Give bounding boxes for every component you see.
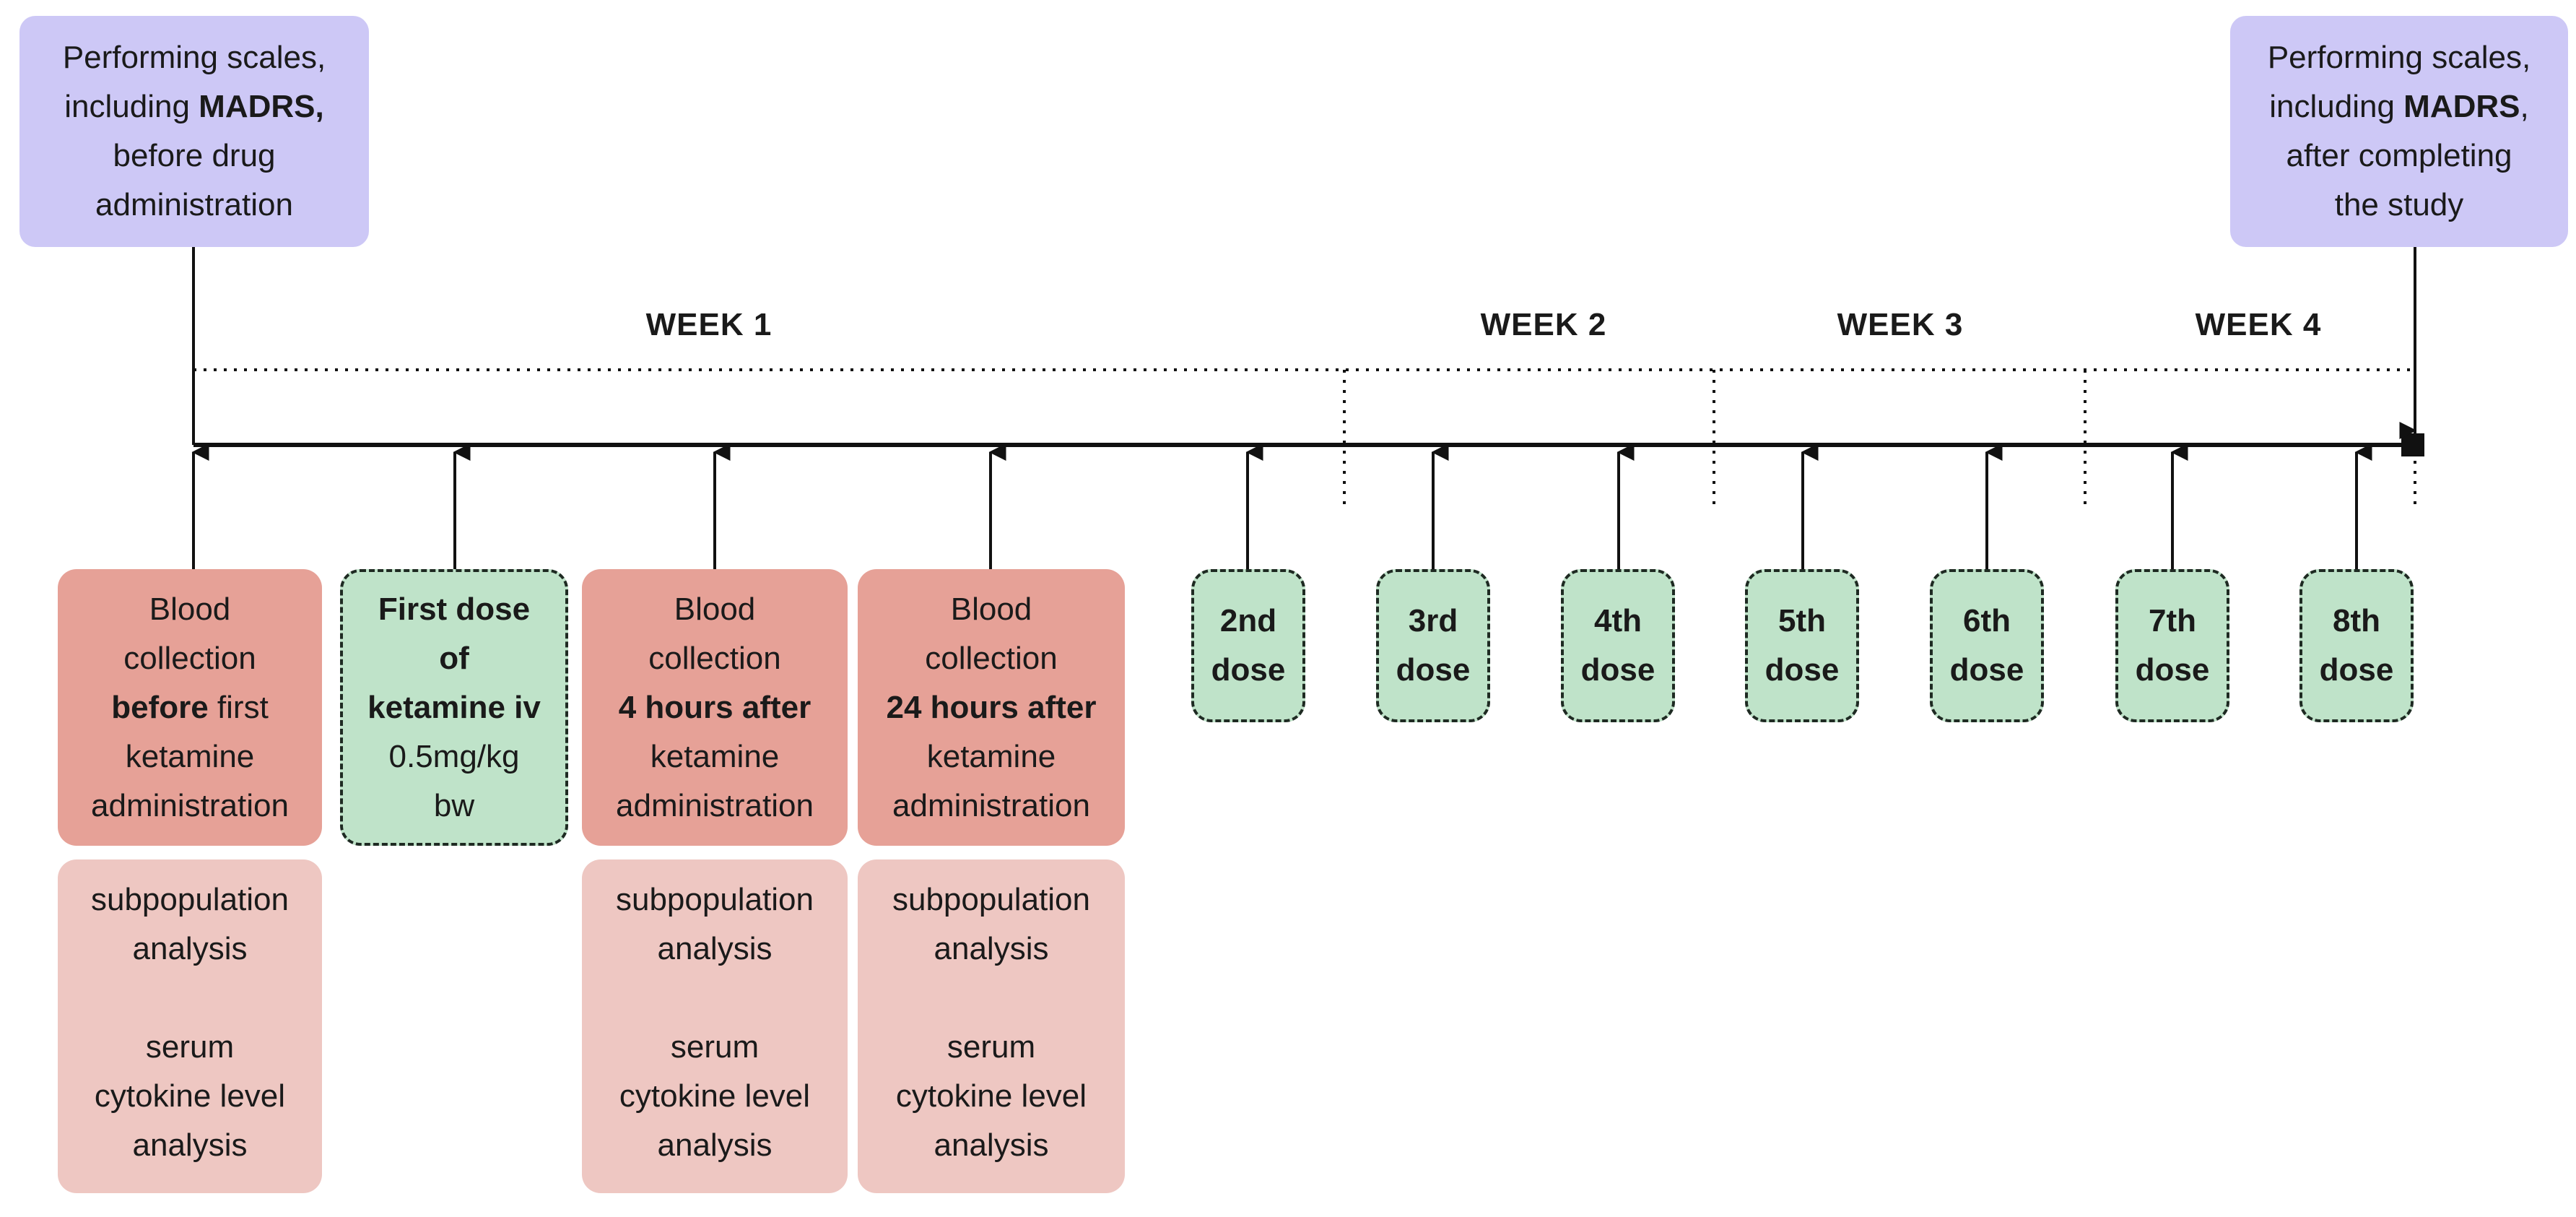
blood-before-line5: administration [91,787,289,823]
analysis-4h-line3: serum [670,1029,760,1065]
analysis-before-box: subpopulation analysis serum cytokine le… [58,859,322,1193]
dose-4-word: dose [1580,652,1655,688]
scales-after-line4: the study [2334,187,2464,222]
scales-before-line4: administration [95,187,293,222]
scales-before-box: Performing scales, including MADRS, befo… [19,16,369,247]
week-4-label: WEEK 4 [2195,307,2322,342]
blood-24h-line3: 24 hours after [886,689,1097,725]
blood-24h-line1: Blood [950,591,1032,627]
analysis-24h-line5: analysis [934,1127,1049,1163]
analysis-24h-line4: cytokine level [895,1078,1087,1114]
blood-4h-line1: Blood [674,591,756,627]
blood-24h-line5: administration [892,787,1090,823]
analysis-24h-line3: serum [947,1029,1036,1065]
first-dose-line2: of [439,640,469,676]
dose-3-word: dose [1396,652,1471,688]
dose-2-label: 2nd [1219,603,1277,638]
blood-24h-box: Blood collection 24 hours after ketamine… [858,569,1125,846]
blood-before-line3: before first [111,689,269,725]
dose-2-word: dose [1211,652,1286,688]
dose-8-label: 8th [2333,603,2380,638]
blood-4h-line2: collection [648,640,781,676]
analysis-4h-line1: subpopulation [615,882,814,917]
scales-before-line3: before drug [113,138,276,173]
blood-4h-box: Blood collection 4 hours after ketamine … [582,569,848,846]
analysis-before-line5: analysis [132,1127,248,1163]
dose-3-label: 3rd [1408,603,1458,638]
blood-before-line2: collection [123,640,256,676]
dose-5-word: dose [1765,652,1840,688]
analysis-4h-box: subpopulation analysis serum cytokine le… [582,859,848,1193]
dose-6-label: 6th [1963,603,2011,638]
timeline-end-square [2401,433,2424,456]
blood-4h-line5: administration [616,787,814,823]
dose-2-box: 2nd dose [1191,569,1305,722]
blood-24h-line4: ketamine [926,738,1056,774]
scales-before-line2: including MADRS, [64,89,324,124]
analysis-4h-line5: analysis [657,1127,773,1163]
scales-after-box: Performing scales, including MADRS, afte… [2230,16,2568,247]
week-2-label: WEEK 2 [1480,307,1607,342]
analysis-4h-line2: analysis [657,931,773,966]
blood-4h-line4: ketamine [650,738,780,774]
first-dose-box: First dose of ketamine iv 0.5mg/kg bw [340,569,568,846]
first-dose-line3: ketamine iv [367,689,541,725]
dose-8-box: 8th dose [2299,569,2414,722]
dose-6-word: dose [1949,652,2024,688]
dose-8-word: dose [2319,652,2394,688]
analysis-before-line2: analysis [132,931,248,966]
first-dose-line5: bw [433,787,475,823]
dose-3-box: 3rd dose [1376,569,1490,722]
first-dose-line4: 0.5mg/kg [388,738,520,774]
dose-7-word: dose [2135,652,2210,688]
blood-before-line1: Blood [149,591,231,627]
scales-after-line1: Performing scales, [2267,40,2531,75]
scales-after-line2: including MADRS, [2269,89,2529,124]
scales-after-line3: after completing [2286,138,2512,173]
scales-before-line1: Performing scales, [62,40,326,75]
dose-5-label: 5th [1778,603,1826,638]
week-3-label: WEEK 3 [1837,307,1964,342]
analysis-before-line1: subpopulation [90,882,289,917]
analysis-24h-line2: analysis [934,931,1049,966]
dose-7-box: 7th dose [2115,569,2229,722]
analysis-before-line3: serum [145,1029,235,1065]
analysis-24h-line1: subpopulation [892,882,1090,917]
dose-7-label: 7th [2149,603,2196,638]
dose-4-label: 4th [1594,603,1642,638]
dose-5-box: 5th dose [1745,569,1859,722]
analysis-4h-line4: cytokine level [619,1078,811,1114]
blood-24h-line2: collection [925,640,1058,676]
week-1-label: WEEK 1 [645,307,773,342]
blood-before-box: Blood collection before first ketamine a… [58,569,322,846]
analysis-24h-box: subpopulation analysis serum cytokine le… [858,859,1125,1193]
dose-6-box: 6th dose [1930,569,2044,722]
blood-before-line4: ketamine [125,738,255,774]
analysis-before-line4: cytokine level [94,1078,286,1114]
dose-4-box: 4th dose [1561,569,1675,722]
first-dose-line1: First dose [378,591,531,627]
blood-4h-line3: 4 hours after [618,689,811,725]
